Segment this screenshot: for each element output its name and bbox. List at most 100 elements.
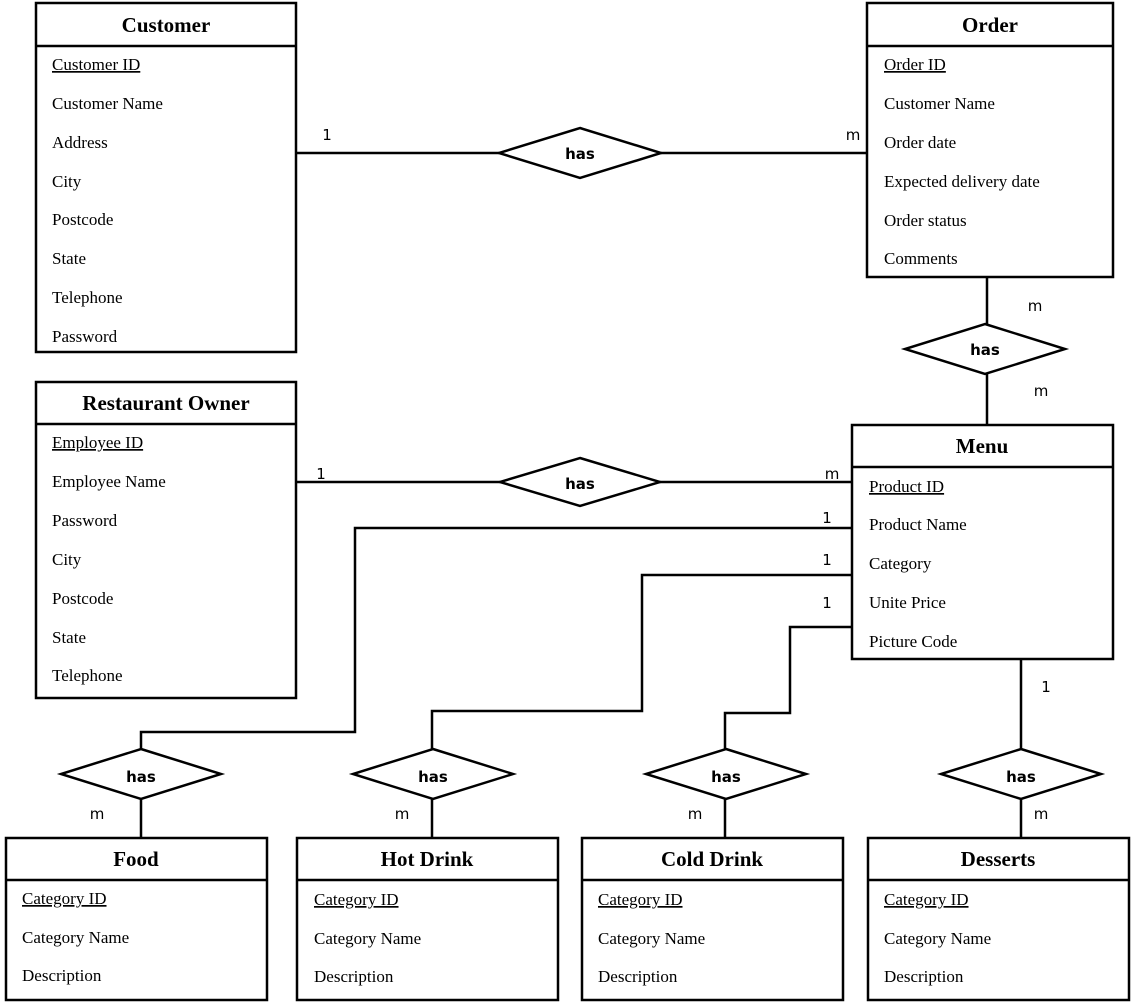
attribute: Order status xyxy=(884,211,967,230)
relationship-menu-hot-drink: has 1 m xyxy=(348,551,832,823)
cardinality-menu: 1 xyxy=(822,551,832,569)
cardinality-food: m xyxy=(90,805,105,823)
attribute: Password xyxy=(52,327,118,346)
cardinality-menu: 1 xyxy=(822,509,832,527)
attribute: Description xyxy=(314,967,394,986)
attribute: Category Name xyxy=(22,928,129,947)
cardinality-owner: 1 xyxy=(316,465,326,483)
attribute: Description xyxy=(884,967,964,986)
cardinality-menu: 1 xyxy=(822,594,832,612)
entity-title: Restaurant Owner xyxy=(82,391,249,415)
cardinality-order: m xyxy=(846,126,861,144)
entity-box xyxy=(4,836,269,1002)
attribute: Expected delivery date xyxy=(884,172,1040,191)
attribute: State xyxy=(52,249,86,268)
entity-box xyxy=(34,1,298,354)
attribute-primary-key: Category ID xyxy=(22,889,107,908)
entity-hot-drink: Hot Drink Category ID Category Name Desc… xyxy=(295,836,560,1002)
attribute: Unite Price xyxy=(869,593,946,612)
entity-order: Order Order ID Customer Name Order date … xyxy=(865,1,1115,279)
attribute-primary-key: Category ID xyxy=(314,890,399,909)
entity-menu: Menu Product ID Product Name Category Un… xyxy=(850,423,1115,661)
attribute: Category Name xyxy=(314,929,421,948)
entity-title: Desserts xyxy=(961,847,1036,871)
cardinality-hot-drink: m xyxy=(395,805,410,823)
relationship-label: has xyxy=(418,768,448,786)
relationship-diamond xyxy=(495,456,665,508)
entity-title: Customer xyxy=(122,13,211,37)
entity-title: Hot Drink xyxy=(381,847,474,871)
cardinality-menu: m xyxy=(825,465,840,483)
relationship-label: has xyxy=(970,341,1000,359)
entity-box xyxy=(866,836,1131,1002)
attribute: Category Name xyxy=(598,929,705,948)
attribute: Employee Name xyxy=(52,472,166,491)
entity-box xyxy=(34,380,298,700)
relationship-diamond xyxy=(936,747,1106,801)
attribute-primary-key: Category ID xyxy=(598,890,683,909)
entity-title: Menu xyxy=(956,434,1009,458)
attribute: Order date xyxy=(884,133,956,152)
entity-customer: Customer Customer ID Customer Name Addre… xyxy=(34,1,298,354)
cardinality-cold-drink: m xyxy=(688,805,703,823)
relationship-diamond xyxy=(641,747,811,801)
relationship-label: has xyxy=(126,768,156,786)
entity-cold-drink: Cold Drink Category ID Category Name Des… xyxy=(580,836,845,1002)
attribute: Customer Name xyxy=(884,94,995,113)
attribute: Comments xyxy=(884,249,958,268)
attribute-primary-key: Category ID xyxy=(884,890,969,909)
attribute: Postcode xyxy=(52,210,113,229)
relationship-menu-cold-drink: has 1 m xyxy=(641,594,832,823)
attribute-primary-key: Customer ID xyxy=(52,55,140,74)
entity-title: Food xyxy=(113,847,159,871)
relationship-menu-food: has 1 m xyxy=(56,509,832,823)
relationship-menu-desserts: has 1 m xyxy=(936,678,1106,823)
relationship-order-menu: has m m xyxy=(900,297,1070,400)
entity-box xyxy=(580,836,845,1002)
entity-title: Cold Drink xyxy=(661,847,763,871)
attribute: Telephone xyxy=(52,666,123,685)
cardinality-menu: m xyxy=(1034,382,1049,400)
attribute: Description xyxy=(22,966,102,985)
relationship-diamond xyxy=(348,747,518,801)
attribute: City xyxy=(52,550,82,569)
attribute: Address xyxy=(52,133,108,152)
entity-title: Order xyxy=(962,13,1018,37)
entity-restaurant-owner: Restaurant Owner Employee ID Employee Na… xyxy=(34,380,298,700)
cardinality-order: m xyxy=(1028,297,1043,315)
attribute-primary-key: Order ID xyxy=(884,55,946,74)
relationship-label: has xyxy=(565,145,595,163)
relationship-label: has xyxy=(711,768,741,786)
attribute: City xyxy=(52,172,82,191)
entity-box xyxy=(865,1,1115,279)
relationship-diamond xyxy=(900,322,1070,376)
cardinality-menu: 1 xyxy=(1041,678,1051,696)
cardinality-customer: 1 xyxy=(322,126,332,144)
cardinality-desserts: m xyxy=(1034,805,1049,823)
entity-box xyxy=(850,423,1115,661)
attribute: Product Name xyxy=(869,515,967,534)
attribute-primary-key: Product ID xyxy=(869,477,944,496)
attribute: Picture Code xyxy=(869,632,957,651)
attribute: Category xyxy=(869,554,932,573)
attribute: State xyxy=(52,628,86,647)
relationship-label: has xyxy=(1006,768,1036,786)
relationship-label: has xyxy=(565,475,595,493)
entity-desserts: Desserts Category ID Category Name Descr… xyxy=(866,836,1131,1002)
entity-food: Food Category ID Category Name Descripti… xyxy=(4,836,269,1002)
attribute-primary-key: Employee ID xyxy=(52,433,143,452)
relationship-diamond xyxy=(56,747,226,801)
line-menu-cold-drink xyxy=(723,625,852,838)
entity-box xyxy=(295,836,560,1002)
attribute: Telephone xyxy=(52,288,123,307)
attribute: Postcode xyxy=(52,589,113,608)
relationship-owner-menu: has 1 m xyxy=(316,456,840,508)
attribute: Description xyxy=(598,967,678,986)
attribute: Customer Name xyxy=(52,94,163,113)
attribute: Category Name xyxy=(884,929,991,948)
attribute: Password xyxy=(52,511,118,530)
relationship-diamond xyxy=(494,126,666,180)
relationship-customer-order: has 1 m xyxy=(322,126,861,180)
